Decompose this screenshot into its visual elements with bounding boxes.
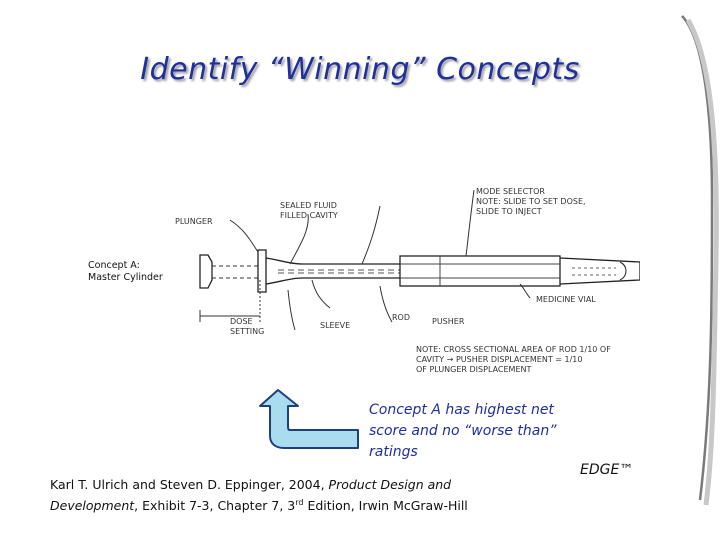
svg-text:SEALED FLUID: SEALED FLUID bbox=[280, 201, 337, 210]
slide-title: Identify “Winning” Concepts bbox=[140, 52, 580, 87]
citation-book-title-a: Product Design and bbox=[328, 477, 452, 492]
citation-publisher: Edition, Irwin McGraw-Hill bbox=[303, 498, 468, 514]
svg-text:FILLED CAVITY: FILLED CAVITY bbox=[280, 211, 338, 220]
citation: Karl T. Ulrich and Steven D. Eppinger, 2… bbox=[50, 476, 550, 515]
concept-label-sub: Master Cylinder bbox=[88, 272, 163, 283]
svg-text:SLIDE TO INJECT: SLIDE TO INJECT bbox=[476, 207, 542, 216]
svg-text:OF PLUNGER DISPLACEMENT: OF PLUNGER DISPLACEMENT bbox=[416, 365, 531, 374]
callout-line-1: Concept A has highest net bbox=[369, 402, 554, 418]
svg-text:SETTING: SETTING bbox=[230, 327, 264, 336]
curved-arrow-icon bbox=[259, 389, 359, 449]
concept-label: Concept A: bbox=[88, 260, 140, 271]
svg-text:MEDICINE VIAL: MEDICINE VIAL bbox=[536, 295, 596, 304]
concept-a-sketch: Concept A: Master Cylinder PLUNGER SEALE… bbox=[88, 187, 640, 374]
svg-text:PUSHER: PUSHER bbox=[432, 317, 465, 326]
svg-text:CAVITY → PUSHER DISPLACEMENT =: CAVITY → PUSHER DISPLACEMENT = 1/10 bbox=[416, 355, 583, 364]
svg-text:ROD: ROD bbox=[392, 313, 410, 322]
svg-text:DOSE: DOSE bbox=[230, 317, 253, 326]
citation-authors: Karl T. Ulrich and Steven D. Eppinger, 2… bbox=[50, 477, 329, 492]
callout-text: Concept A has highest net score and no “… bbox=[369, 400, 629, 463]
citation-book-title-b: Development bbox=[50, 498, 135, 514]
svg-text:NOTE: SLIDE TO SET DOSE,: NOTE: SLIDE TO SET DOSE, bbox=[476, 197, 586, 206]
citation-details: , Exhibit 7-3, Chapter 7, 3 bbox=[134, 498, 296, 514]
callout-line-3: ratings bbox=[369, 444, 418, 460]
svg-text:MODE SELECTOR: MODE SELECTOR bbox=[476, 187, 545, 196]
citation-edition-sup: rd bbox=[295, 498, 304, 507]
callout-line-2: score and no “worse than” bbox=[369, 423, 557, 439]
svg-text:NOTE: CROSS SECTIONAL AREA OF: NOTE: CROSS SECTIONAL AREA OF ROD 1/10 O… bbox=[416, 345, 611, 354]
edge-brand-label: EDGE™ bbox=[580, 462, 634, 478]
svg-text:SLEEVE: SLEEVE bbox=[320, 321, 350, 330]
svg-text:PLUNGER: PLUNGER bbox=[175, 217, 213, 226]
